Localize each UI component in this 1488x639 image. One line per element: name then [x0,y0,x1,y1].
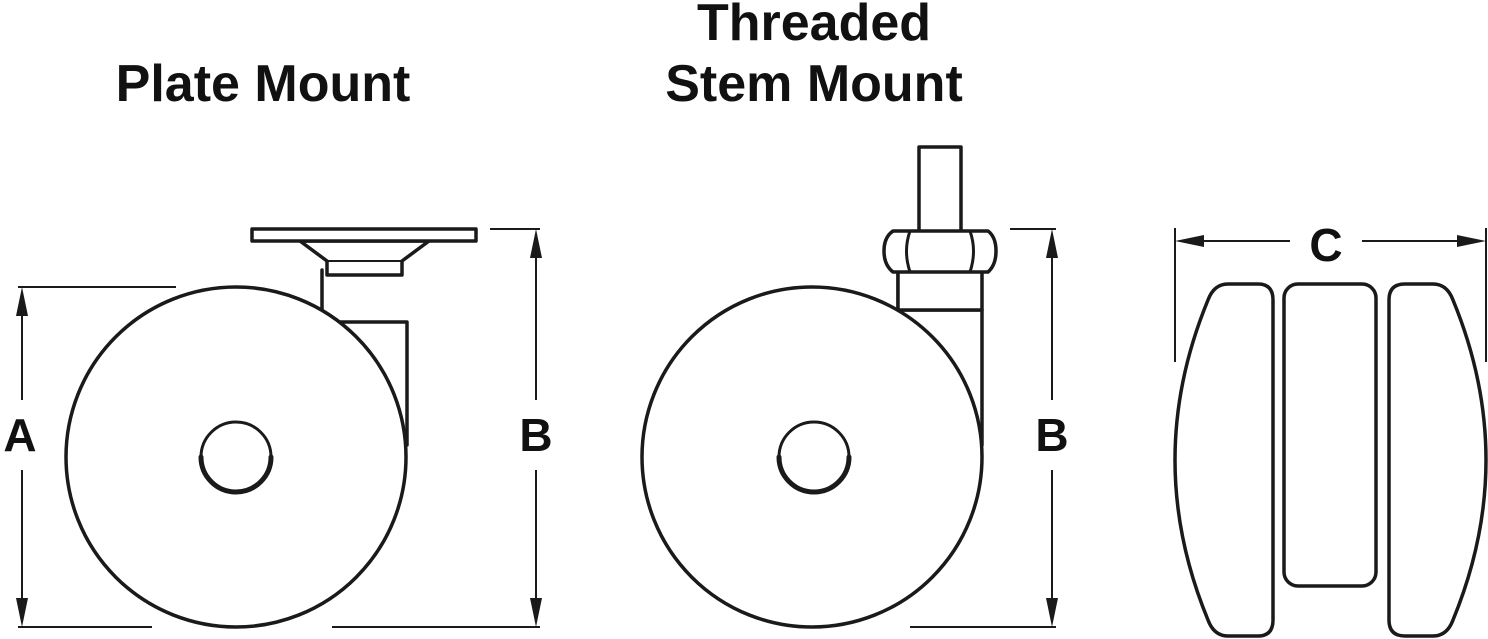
dimension-b-plate: B [332,228,553,628]
plate-mount-caster [64,227,478,629]
plate-mount-neck [298,239,431,277]
plate-mount-title: Plate Mount [116,55,411,113]
dimension-b-plate-label: B [519,409,552,461]
dimension-a: A [3,286,176,628]
threaded-stem-caster [640,145,998,629]
threaded-stem-collar [896,268,984,312]
threaded-stem-wheel [640,285,984,629]
right-wheel [1387,282,1488,638]
dimension-c-arrow-right [1457,235,1486,247]
dimension-b-plate-arrow-up [530,229,542,258]
mounting-plate [250,227,478,243]
threaded-stem-axle-shadow [776,454,852,495]
plate-mount-axle-shadow [198,454,274,495]
twin-wheel-front-view [1173,282,1488,638]
left-wheel [1173,282,1275,638]
threaded-stem [917,145,963,237]
hex-nut-facets [905,230,975,273]
dimension-a-arrow-up [16,287,28,316]
plate-mount-wheel [64,285,408,629]
dimension-b-stem-label: B [1035,409,1068,461]
center-wheel-housing [1282,282,1378,588]
hex-nut [882,229,998,274]
dimension-b-stem: B [910,228,1069,628]
dimension-c: C [1174,219,1487,362]
dimension-b-stem-arrow-down [1046,598,1058,627]
dimension-b-stem-arrow-up [1046,229,1058,258]
dimension-c-label: C [1309,219,1342,271]
dimension-c-arrow-left [1175,235,1204,247]
dimension-a-label: A [3,409,36,461]
threaded-title-line1: Threaded [697,0,931,52]
dimension-b-plate-arrow-down [530,598,542,627]
dimension-a-arrow-down [16,598,28,627]
threaded-title-line2: Stem Mount [665,55,963,113]
